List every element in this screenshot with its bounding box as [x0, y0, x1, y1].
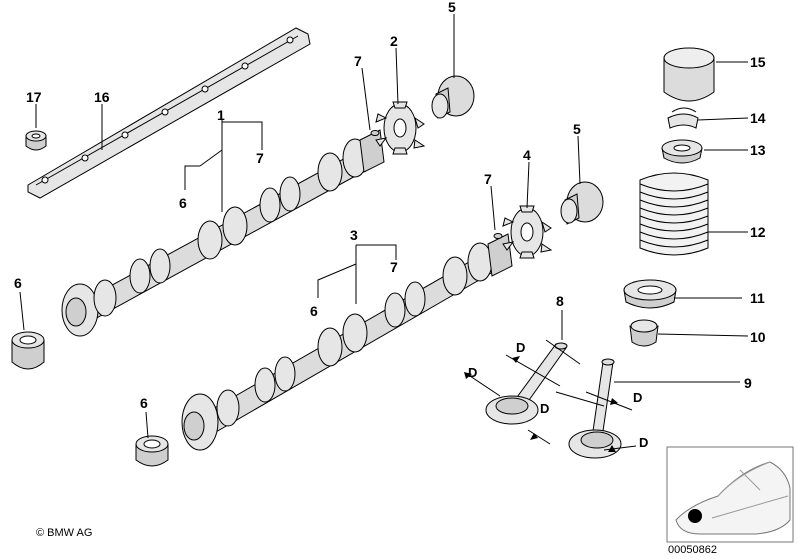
callout-1: 1	[217, 107, 225, 123]
valve-stem-seal-part[interactable]	[629, 319, 659, 347]
copyright-text: © BMW AG	[36, 527, 92, 539]
callout-6-seal-left: 6	[14, 275, 22, 291]
valve-lower-part[interactable]	[568, 358, 622, 459]
callout-6-camshaft-lower: 6	[310, 303, 318, 319]
callout-labels: 1 2 3 4 5 5 6 6 6 6 7 7 7 7 8 9 10 11 12…	[14, 0, 766, 411]
spring-retainer-part[interactable]	[661, 139, 703, 164]
callout-5-lower: 5	[573, 121, 581, 137]
bucket-tappet-part[interactable]	[663, 47, 715, 102]
seal-ring-left-part[interactable]	[11, 331, 45, 370]
dimension-markers	[464, 339, 637, 452]
callout-16: 16	[94, 89, 110, 105]
spring-seat-part[interactable]	[623, 279, 677, 309]
camshaft-upper-part[interactable]	[61, 129, 385, 337]
callout-15: 15	[750, 54, 766, 70]
bolt-lower-part[interactable]	[560, 181, 604, 225]
callout-7-camshaft-lower: 7	[390, 259, 398, 275]
leader-lines	[19, 14, 749, 439]
valve-keeper-part[interactable]	[667, 107, 699, 129]
callout-6-camshaft-upper: 6	[179, 195, 187, 211]
pin-lower-part[interactable]	[493, 233, 503, 239]
trigger-wheel-lower-part[interactable]	[502, 205, 553, 259]
callout-3: 3	[350, 227, 358, 243]
callout-10: 10	[750, 329, 766, 345]
callout-13: 13	[750, 142, 766, 158]
callout-6-seal-bottom: 6	[140, 395, 148, 411]
dimension-d-4: D	[633, 390, 642, 405]
dimension-d-5: D	[639, 435, 648, 450]
seal-ring-bottom-part[interactable]	[135, 435, 169, 467]
dimension-labels: D D D D D	[468, 340, 648, 450]
camshaft-lower-part[interactable]	[181, 233, 513, 451]
callout-5-upper: 5	[448, 0, 456, 15]
vehicle-location-thumbnail	[666, 446, 794, 543]
trigger-wheel-upper-part[interactable]	[375, 101, 426, 155]
callout-4: 4	[523, 147, 531, 163]
callout-7-camshaft-upper: 7	[256, 150, 264, 166]
valve-spring-part[interactable]	[639, 172, 709, 256]
callout-8: 8	[556, 293, 564, 309]
pin-upper-part[interactable]	[370, 130, 380, 136]
callout-7-pin-lower: 7	[484, 171, 492, 187]
callout-7-pin-upper: 7	[354, 53, 362, 69]
dimension-d-1: D	[516, 340, 525, 355]
nut-part[interactable]	[25, 130, 47, 151]
bolt-upper-part[interactable]	[431, 75, 475, 119]
callout-11: 11	[750, 290, 765, 306]
location-marker-icon	[688, 509, 702, 523]
callout-9: 9	[744, 375, 752, 391]
dimension-d-2: D	[468, 365, 477, 380]
dimension-d-3: D	[540, 401, 549, 416]
timing-rail-part[interactable]	[27, 27, 311, 199]
callout-14: 14	[750, 110, 766, 126]
drawing-number: 00050862	[668, 544, 717, 556]
callout-17: 17	[26, 89, 42, 105]
callout-2: 2	[390, 33, 398, 49]
valve-upper-part[interactable]	[485, 342, 568, 425]
callout-12: 12	[750, 224, 766, 240]
